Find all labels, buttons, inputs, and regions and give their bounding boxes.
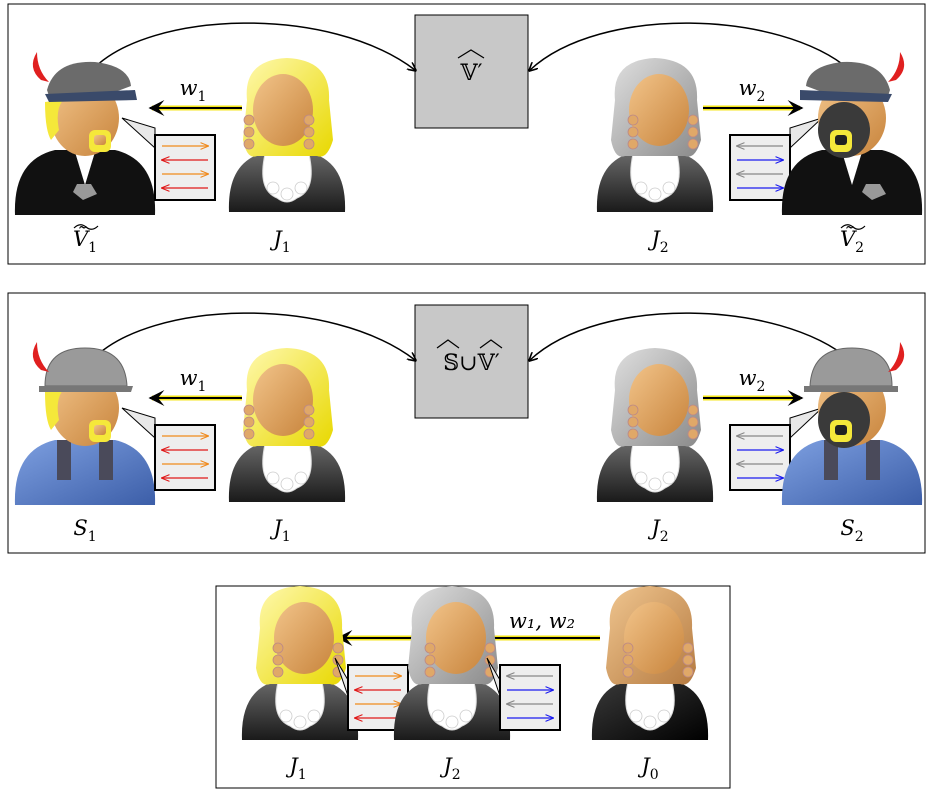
panel-1-hat-icon — [457, 49, 485, 59]
judge-j1-icon — [241, 586, 359, 741]
judge-j2-icon — [596, 348, 714, 503]
panel-2-frame — [7, 292, 926, 554]
panel-3-arrow-label: w₁, w₂ — [509, 609, 575, 633]
devil-horn-icon — [888, 342, 905, 372]
police-officer-icon — [14, 52, 156, 215]
panel-2-judge-2-label: J2 — [647, 516, 668, 545]
panel-1-judge-1-label: J1 — [269, 227, 290, 256]
panel-2-hat-s-icon — [436, 339, 460, 349]
judge-j1-icon — [228, 348, 346, 503]
panel-2-arrow-w2: w2 — [703, 366, 804, 406]
panel-2-right-message-card — [729, 407, 823, 491]
panel-2-hat-v-icon — [479, 339, 503, 349]
panel-1-left-message-card — [121, 117, 216, 201]
panel-2-center-box: 𝕊∪𝕍′ — [414, 304, 529, 419]
svg-text:w1: w1 — [180, 366, 207, 395]
svg-text:w1: w1 — [180, 76, 207, 105]
panel-2-left-attacker-label: S1 — [73, 516, 96, 545]
worker-helmet-icon — [781, 342, 923, 505]
judge-j2-icon — [393, 586, 511, 741]
panel-1-right-tilde-icon — [840, 224, 866, 230]
badge-icon — [862, 184, 886, 200]
devil-horn-icon — [888, 52, 905, 82]
panel-3-j2-message-card — [486, 657, 561, 731]
panel-1-center-box: 𝕍′ — [414, 14, 529, 129]
badge-icon — [73, 184, 97, 200]
panel-2-arrow-w1: w1 — [148, 366, 242, 406]
panel-3-judge-0-label: J0 — [637, 754, 658, 783]
svg-text:w2: w2 — [739, 76, 766, 105]
panel-1-right-message-card — [729, 117, 823, 201]
judge-j0-icon — [591, 586, 709, 740]
panel-3-judge-2-label: J2 — [439, 754, 460, 783]
panel-1-arrow-w2: w2 — [703, 76, 804, 116]
panel-2-judge-1-label: J1 — [269, 516, 290, 545]
devil-horn-icon — [32, 52, 49, 82]
panel-1-judge-2-label: J2 — [647, 227, 668, 256]
svg-text:Ṽ1: Ṽ1 — [73, 227, 97, 256]
panel-1-left-attacker-label: Ṽ1 — [73, 227, 97, 256]
judge-j2-icon — [596, 58, 714, 213]
panel-2-curve-right — [530, 312, 851, 360]
devil-horn-icon — [32, 342, 49, 372]
panel-3-frame — [215, 585, 731, 789]
panel-2-right-attacker-label: S2 — [840, 516, 863, 545]
panel-1-right-attacker-label: Ṽ2 — [840, 227, 864, 256]
judge-j1-icon — [228, 58, 346, 213]
police-officer-icon — [781, 52, 923, 215]
panel-1-left-tilde-icon — [73, 224, 99, 230]
panel-1-arrow-w1: w1 — [148, 76, 242, 116]
panel-2-box-label: 𝕊∪𝕍′ — [443, 351, 499, 376]
panel-2-left-message-card — [121, 407, 216, 491]
panel-1-box-label: 𝕍′ — [459, 61, 482, 86]
panel-3-j1-message-card — [334, 657, 409, 731]
panel-3-judge-1-label: J1 — [285, 754, 306, 783]
worker-helmet-icon — [14, 342, 156, 505]
panel-2-curve-left — [91, 312, 415, 360]
panel-1-curve-left — [91, 22, 415, 70]
svg-text:w2: w2 — [739, 366, 766, 395]
panel-1-frame — [7, 3, 926, 265]
panel-1-curve-right — [530, 22, 851, 70]
